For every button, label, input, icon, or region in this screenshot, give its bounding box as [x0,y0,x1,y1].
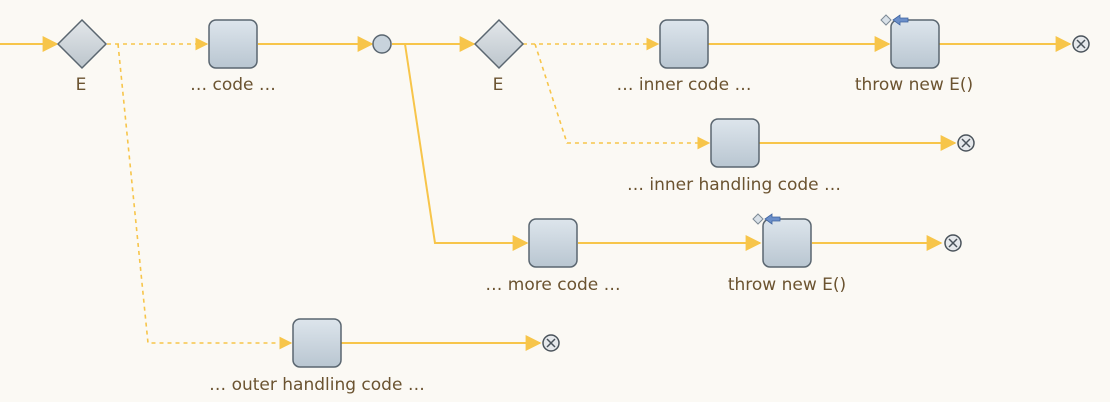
throw-exception-icon [880,14,909,26]
gateway-inner[interactable] [473,18,525,70]
label-more-code: … more code … [485,275,621,295]
label-throw-inner: throw new E() [854,75,974,95]
task-throw-inner[interactable] [890,19,940,69]
task-inner-handling[interactable] [710,118,760,168]
label-inner-handling: … inner handling code … [626,175,842,195]
task-inner-code[interactable] [659,19,709,69]
task-outer-handling[interactable] [292,318,342,368]
gateway-outer[interactable] [56,18,108,70]
terminate-end-icon[interactable] [957,134,975,152]
terminate-end-icon[interactable] [944,234,962,252]
diamond-gateway-icon [56,18,108,70]
label-outer-handling: … outer handling code … [209,375,425,395]
junction-circle-icon[interactable] [372,34,392,54]
terminate-end-icon[interactable] [1072,35,1090,53]
flow-inner-gateway-to-inner-handling [534,43,711,150]
flow-gateway-to-outer-handling [117,43,293,350]
solid-flows [0,36,1072,351]
label-gateway-outer: E [75,75,87,95]
label-inner-code: … inner code … [616,75,752,95]
task-code[interactable] [208,19,258,69]
terminate-end-icon[interactable] [542,334,560,352]
task-more-code[interactable] [528,218,578,268]
throw-exception-icon [752,213,781,225]
task-throw-more[interactable] [762,218,812,268]
dashed-flows [107,37,711,350]
diamond-gateway-icon [473,18,525,70]
label-gateway-inner: E [492,75,504,95]
flow-junction-to-more-code [404,43,529,251]
label-code: … code … [190,75,276,95]
label-throw-more: throw new E() [727,275,847,295]
